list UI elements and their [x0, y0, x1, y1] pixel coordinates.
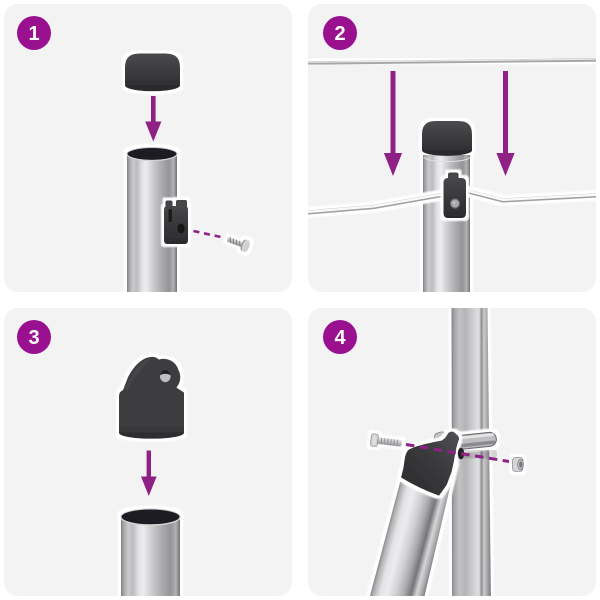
svg-text:1: 1: [28, 23, 39, 45]
svg-text:3: 3: [28, 327, 39, 349]
svg-text:4: 4: [334, 327, 346, 349]
svg-text:2: 2: [334, 23, 345, 45]
